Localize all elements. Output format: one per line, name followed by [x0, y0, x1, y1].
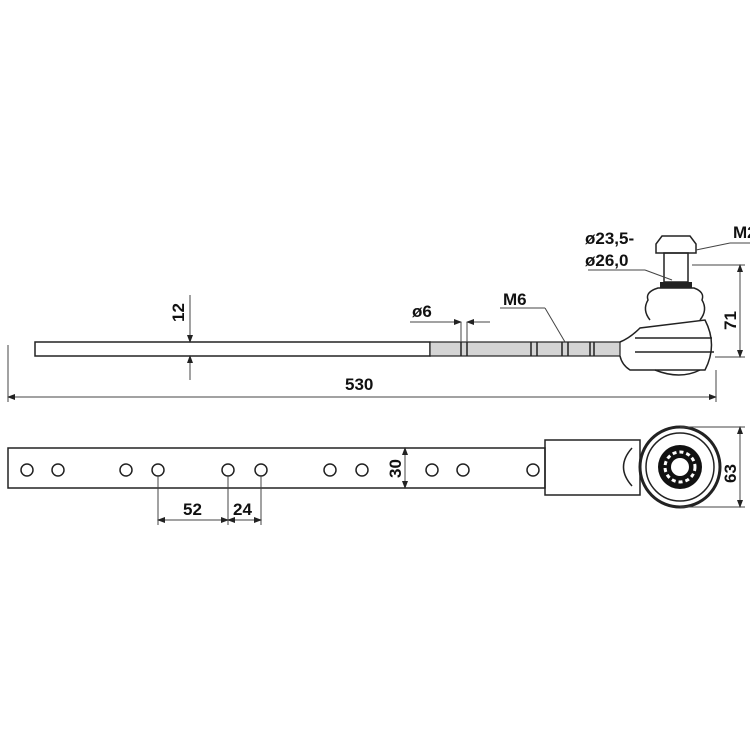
dim-hole-pair-spacing: 24 [233, 500, 252, 519]
dim-eye-diameter: 63 [721, 464, 740, 483]
rubber-boot [644, 287, 706, 321]
side-view: 530 12 ø6 M6 ø23,5- ø26,0 M20 71 [7, 223, 750, 402]
dim-hole-diameter: ø6 [412, 302, 432, 321]
dim-hole-pitch: 52 [183, 500, 202, 519]
ball-joint-eye [638, 425, 722, 509]
label-stud-thread: M20 [733, 223, 750, 242]
joint-lug [622, 447, 633, 487]
hatched-section [429, 341, 621, 357]
stud [663, 252, 689, 283]
castle-nut [655, 235, 697, 254]
hole-marks [460, 342, 595, 356]
dim-bar-width: 30 [386, 459, 405, 478]
joint-arm [544, 439, 641, 496]
bar-side [34, 341, 431, 357]
top-view: 52 24 30 63 [7, 425, 745, 525]
dim-overall-length: 530 [345, 375, 373, 394]
label-cone-diameter-1: ø23,5- [585, 229, 634, 248]
ball-joint-housing [619, 319, 713, 371]
dim-joint-height: 71 [721, 311, 740, 330]
bar-holes [20, 463, 540, 477]
bar-top [7, 447, 546, 489]
dim-bar-thickness: 12 [169, 303, 188, 322]
label-thread-m6: M6 [503, 290, 527, 309]
label-cone-diameter-2: ø26,0 [585, 251, 628, 270]
seal-ring [660, 282, 692, 288]
